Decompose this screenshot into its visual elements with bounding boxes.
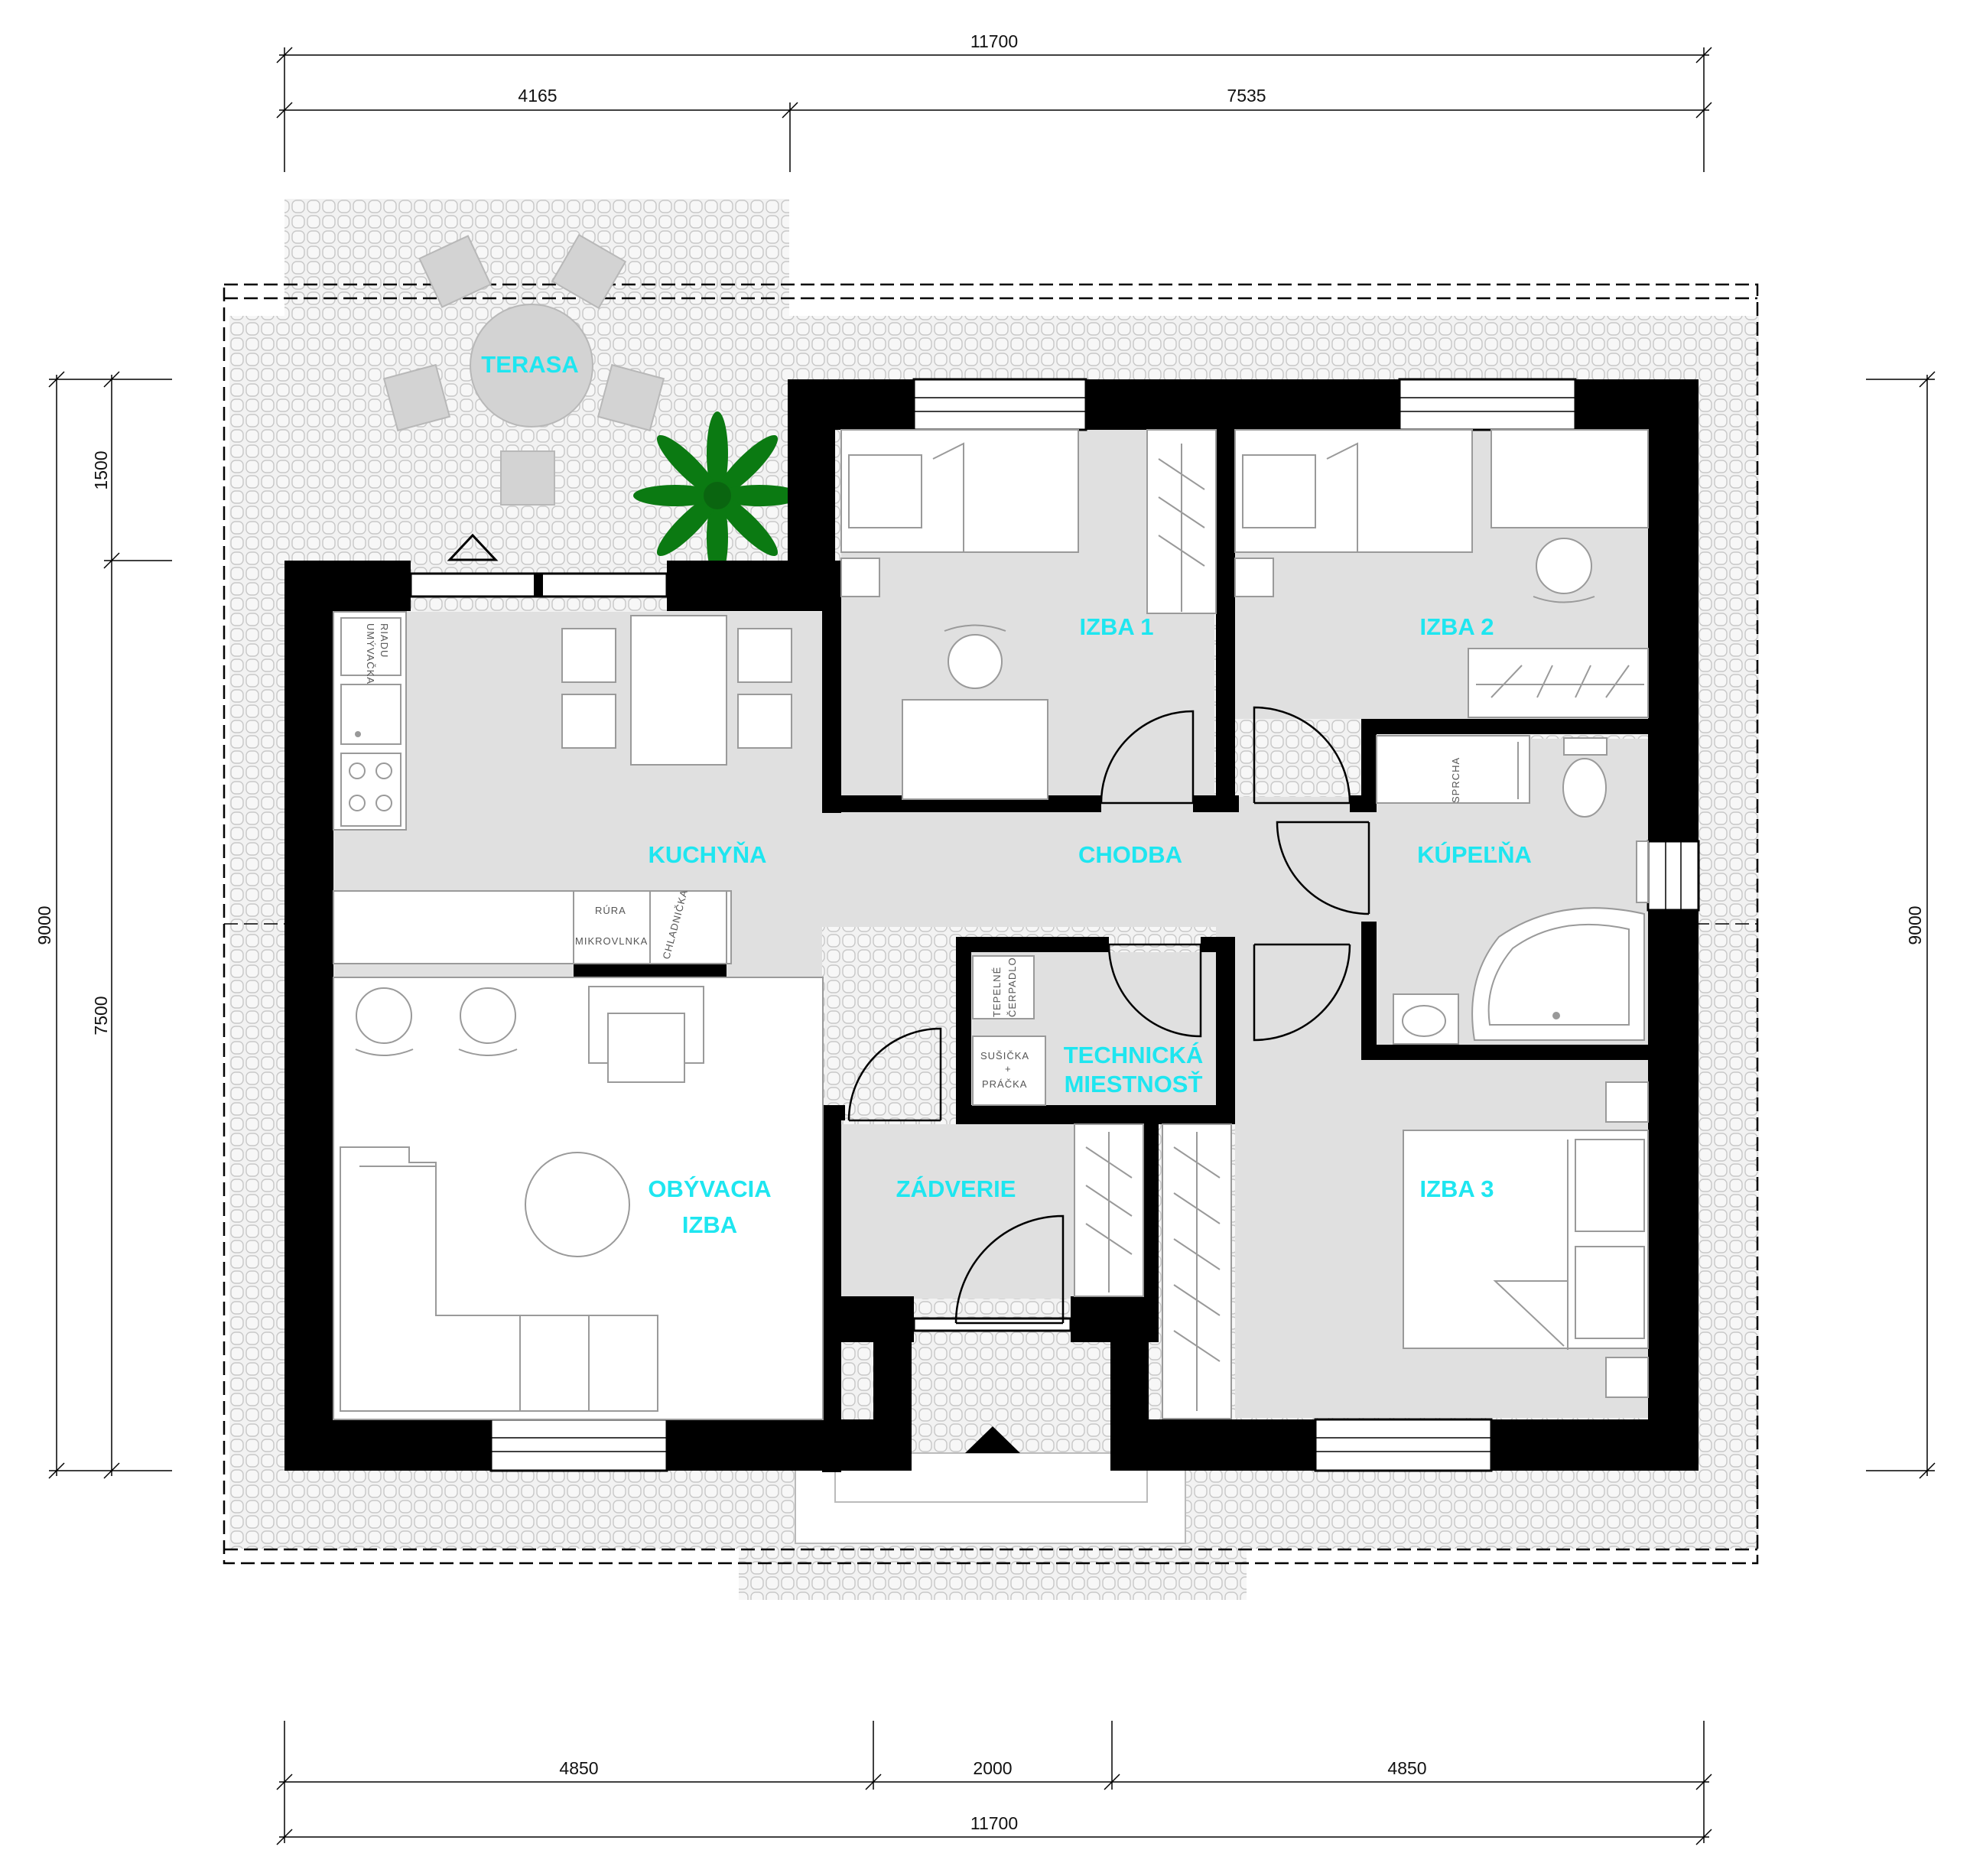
desk [902,699,1048,800]
dim-left-top: 1500 [91,450,111,489]
heat-pump [972,955,1035,1019]
room-label-izba1: IZBA 1 [1079,613,1153,640]
shower [1376,735,1530,804]
room-label-izba2: IZBA 2 [1419,613,1494,640]
room-labels: TERASA IZBA 1 IZBA 2 KUCHYŇA CHODBA KÚPE… [481,351,1532,1238]
stove-icon [340,753,401,827]
dining-chair [737,628,792,683]
room-label-zadverie: ZÁDVERIE [896,1175,1016,1202]
sink-icon [340,684,401,745]
window [489,1418,668,1472]
dryer-washer [972,1036,1046,1106]
plant-icon [633,411,801,580]
heat-pump-label: TEPELNÉ [991,967,1003,1017]
door-swing [1253,944,1351,1042]
coffee-table [525,1152,630,1257]
room-label-kupelna: KÚPEĽŇA [1417,840,1532,868]
dishwasher-label-2: RIADU [379,623,390,658]
office-chair [948,634,1003,689]
terrace-entry-arrow-icon [447,533,499,561]
door-swing [1107,944,1202,1038]
window [912,378,1087,431]
dimension-labels: 11700 4165 7535 4850 2000 4850 11700 150… [34,31,1925,1833]
window [1398,378,1577,431]
toilet-icon [1562,758,1607,818]
window [1647,840,1700,912]
dim-left-bottom: 7500 [91,996,111,1035]
terrace-table [470,304,593,428]
plus-label: + [1005,1063,1012,1075]
fridge [649,890,727,964]
dining-table [630,615,727,766]
dining-chair [561,694,616,749]
dishwasher-label: UMÝVAČKA [365,623,376,684]
furniture [333,429,1649,1420]
shower-label: SPRCHA [1450,757,1461,803]
dim-top-left: 4165 [518,86,557,106]
dim-top-right: 7535 [1227,86,1266,106]
dim-top-total: 11700 [970,31,1018,51]
oven-label: RÚRA [595,905,626,916]
windows [409,378,1700,1472]
door-swing [954,1214,1065,1324]
terrace-chair [418,235,492,308]
room-label-chodba: CHODBA [1078,841,1182,868]
walls [284,379,1699,1472]
door-swing [1276,821,1370,915]
room-label-miestnost: MIESTNOSŤ [1065,1070,1203,1097]
terrace-chair [382,363,451,432]
room-label-obyvacia-izba: IZBA [682,1211,737,1238]
door-swing [1100,710,1195,804]
dining-chair [737,694,792,749]
room-label-terasa: TERASA [481,351,578,378]
stool [460,987,516,1044]
terrace-furniture [382,233,665,506]
nightstand [1605,1357,1649,1398]
room-label-technicka: TECHNICKÁ [1064,1042,1204,1068]
room-label-izba3: IZBA 3 [1419,1175,1494,1202]
dryer-label: SUŠIČKA [980,1050,1029,1062]
dining-chair [561,628,616,683]
entrance-arrow-icon [965,1426,1020,1453]
room-label-kuchyna: KUCHYŇA [649,840,767,868]
desk [1491,429,1649,528]
window [912,1317,1072,1332]
nightstand [840,558,880,597]
office-chair [1536,538,1592,594]
wardrobe [1468,648,1649,718]
terrace-chair [500,450,555,506]
dimension-lines [48,47,1936,1845]
dim-bottom-left: 4850 [559,1758,598,1778]
dishwasher [340,617,401,676]
heat-pump-label-2: ČERPADLO [1006,957,1018,1017]
terrace-chair [597,363,665,432]
room-label-obyvacia: OBÝVACIA [648,1175,771,1202]
dim-bottom-right: 4850 [1387,1758,1426,1778]
stool [356,987,412,1044]
dim-left-total: 9000 [34,905,54,945]
nightstand [1605,1081,1649,1123]
nightstand [1234,558,1274,597]
dim-right-total: 9000 [1905,905,1925,945]
microwave-label: MIKROVLNKA [575,935,648,947]
washer-label: PRÁČKA [982,1078,1027,1090]
dim-bottom-mid: 2000 [973,1758,1012,1778]
door-swing [1253,706,1351,804]
hallway-floor [822,797,1377,927]
dim-bottom-total: 11700 [970,1813,1018,1833]
door-swing [847,1027,942,1121]
bathtub [1471,907,1645,1041]
window [1314,1418,1493,1472]
fixture-labels: UMÝVAČKA RIADU RÚRA MIKROVLNKA CHLADNIČK… [365,623,1461,1090]
oven-microwave-unit [573,890,651,964]
terrace-chair [551,233,627,310]
